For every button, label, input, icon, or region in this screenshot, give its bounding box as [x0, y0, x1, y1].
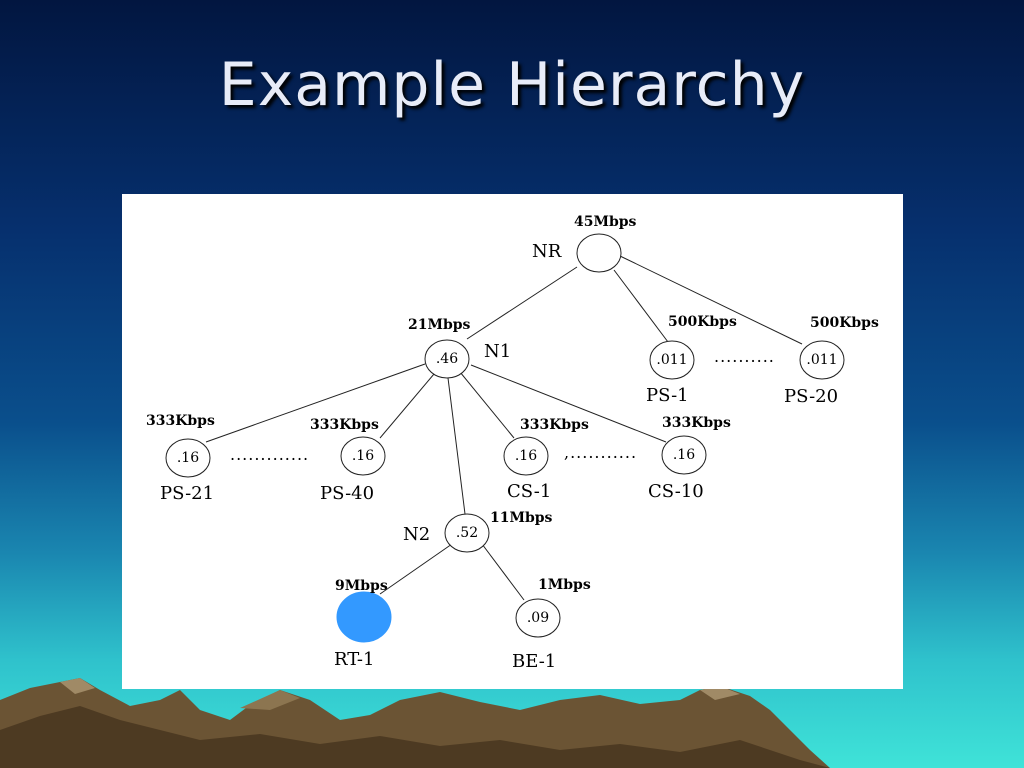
- slide-title: Example Hierarchy: [218, 50, 806, 120]
- hierarchy-diagram-panel: 45Mbps NR .46 21Mbps N1 .011 500Kbps PS-…: [122, 194, 903, 689]
- node-ps21-value: .16: [177, 450, 199, 466]
- node-n2-rate: 11Mbps: [490, 510, 553, 526]
- ellipsis-ps21-group: .............: [230, 445, 309, 464]
- node-cs1-name: CS-1: [507, 481, 551, 502]
- node-be1-name: BE-1: [512, 651, 556, 672]
- node-ps21: .16 333Kbps PS-21: [146, 413, 215, 504]
- node-ps21-rate: 333Kbps: [146, 413, 215, 429]
- node-n1-value: .46: [436, 351, 458, 367]
- node-cs1-value: .16: [515, 448, 537, 464]
- node-nr: 45Mbps NR: [532, 214, 637, 273]
- node-n2-value: .52: [456, 525, 478, 541]
- edge-nr-ps1: [613, 269, 669, 343]
- edge-n1-n2: [447, 377, 466, 515]
- node-cs1-rate: 333Kbps: [520, 417, 589, 433]
- node-nr-name: NR: [532, 241, 562, 262]
- node-ps1-name: PS-1: [646, 385, 689, 406]
- node-rt1-rate: 9Mbps: [335, 578, 388, 594]
- node-ps40-value: .16: [352, 448, 374, 464]
- node-n2: .52 11Mbps N2: [403, 510, 553, 553]
- node-cs10-rate: 333Kbps: [662, 415, 731, 431]
- node-ps40-name: PS-40: [320, 483, 374, 504]
- node-n2-name: N2: [403, 524, 430, 545]
- node-rt1: 9Mbps RT-1: [334, 578, 392, 670]
- node-cs10: .16 333Kbps CS-10: [648, 415, 731, 502]
- edge-n1-ps21: [205, 363, 426, 443]
- node-cs10-value: .16: [673, 447, 695, 463]
- edge-n2-be1: [481, 543, 525, 601]
- node-ps20-rate: 500Kbps: [810, 315, 879, 331]
- edge-n1-cs10: [470, 364, 667, 443]
- node-be1: .09 1Mbps BE-1: [512, 577, 591, 672]
- node-ps1: .011 500Kbps PS-1: [646, 314, 737, 406]
- node-ps20-name: PS-20: [784, 386, 838, 407]
- node-n1: .46 21Mbps N1: [408, 317, 511, 379]
- node-ps20-value: .011: [806, 352, 837, 368]
- node-n1-name: N1: [484, 341, 511, 362]
- ellipsis-cs-group: ,...........: [564, 443, 637, 462]
- hierarchy-diagram: 45Mbps NR .46 21Mbps N1 .011 500Kbps PS-…: [146, 214, 879, 672]
- edge-n1-cs1: [459, 371, 515, 439]
- node-n1-rate: 21Mbps: [408, 317, 471, 333]
- ellipsis-ps-group: ..........: [714, 347, 775, 366]
- node-be1-value: .09: [527, 610, 549, 626]
- node-cs1: .16 333Kbps CS-1: [503, 417, 589, 502]
- node-rt1-name: RT-1: [334, 649, 374, 670]
- node-ps20: .011 500Kbps PS-20: [784, 315, 879, 407]
- node-nr-rate: 45Mbps: [574, 214, 637, 230]
- node-ps40-rate: 333Kbps: [310, 417, 379, 433]
- node-be1-rate: 1Mbps: [538, 577, 591, 593]
- node-ps40: .16 333Kbps PS-40: [310, 417, 386, 504]
- edge-nr-n1: [466, 266, 578, 340]
- edge-nr-ps20: [619, 255, 803, 345]
- node-ps1-value: .011: [656, 352, 687, 368]
- node-ps1-rate: 500Kbps: [668, 314, 737, 330]
- edge-n1-ps40: [379, 373, 435, 439]
- edge-n2-rt1: [379, 543, 453, 595]
- node-ps21-name: PS-21: [160, 483, 214, 504]
- mountain-landscape: [0, 678, 830, 768]
- node-cs10-name: CS-10: [648, 481, 704, 502]
